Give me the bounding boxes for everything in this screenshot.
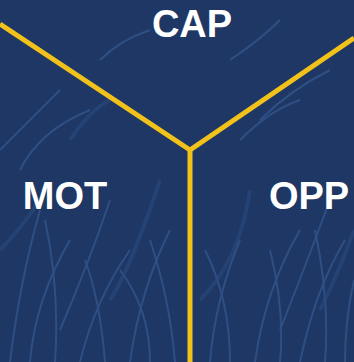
region-label: CAP	[152, 5, 232, 43]
y-divider	[0, 24, 354, 362]
region-label: MOT	[23, 177, 107, 215]
region-label: OPP	[269, 177, 349, 215]
grass-texture	[0, 20, 354, 362]
